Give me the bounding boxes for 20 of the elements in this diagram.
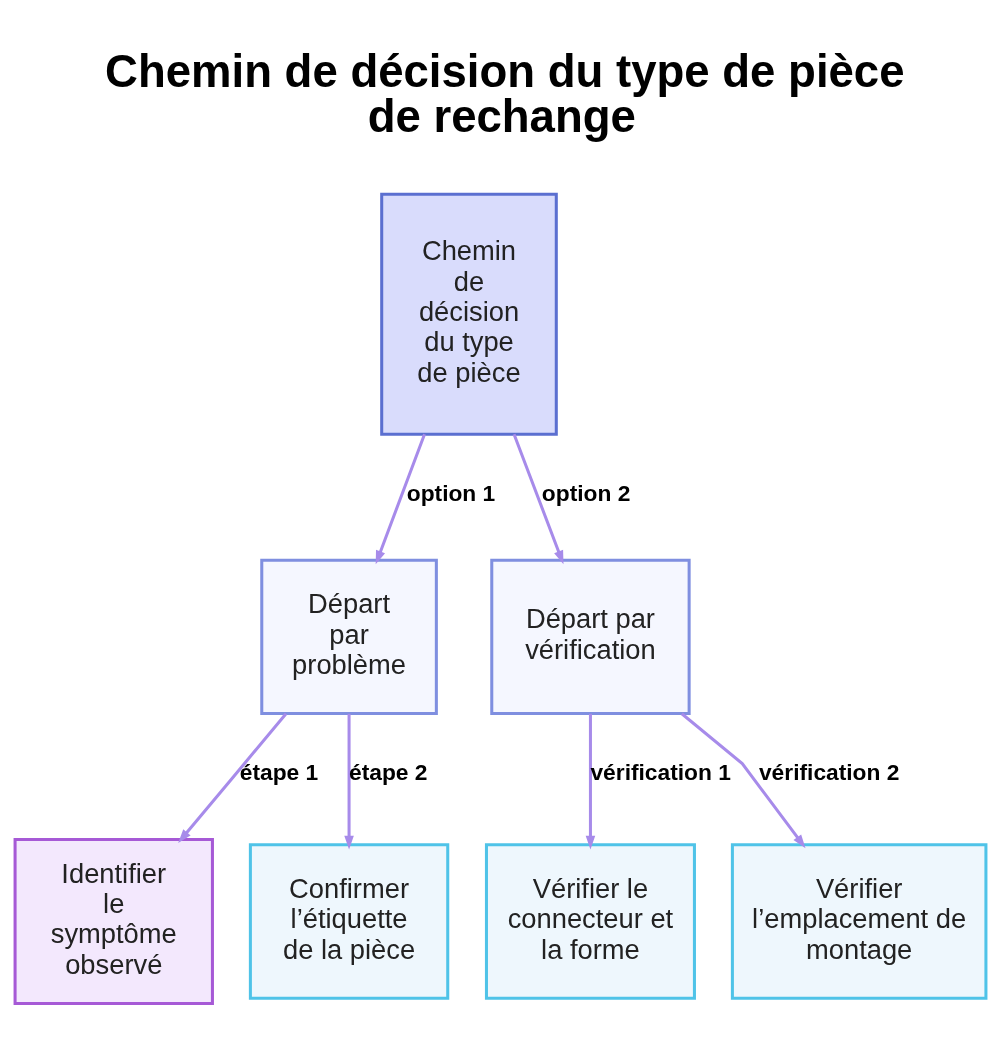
edge-label: étape 2 <box>348 758 428 785</box>
arrow <box>585 713 595 849</box>
arrow <box>343 713 354 849</box>
diagram-title: Chemin de décision du type de pièce de rechange <box>104 45 905 142</box>
edge-label: option 2 <box>541 479 630 506</box>
arrow <box>680 712 805 848</box>
edge-label: étape 1 <box>239 758 318 785</box>
arrow <box>177 712 287 843</box>
node-box: Départ par problème <box>259 558 438 715</box>
edge-label: vérification 1 <box>589 758 731 785</box>
node-box: Identifier le symptôme observé <box>13 837 214 1005</box>
node-box: Chemin de décision du type de pièce <box>379 192 558 436</box>
node-box: Vérifier le connecteur et la forme <box>484 842 696 1000</box>
node-box: Départ par vérification <box>489 558 691 715</box>
node-box: Vérifier l’emplacement de montage <box>730 842 987 1000</box>
node-box: Confirmer l’étiquette de la pièce <box>248 842 449 1000</box>
arrow <box>512 433 563 564</box>
edge-label: vérification 2 <box>758 758 899 785</box>
edge-label: option 1 <box>406 479 495 506</box>
arrow <box>375 433 426 564</box>
